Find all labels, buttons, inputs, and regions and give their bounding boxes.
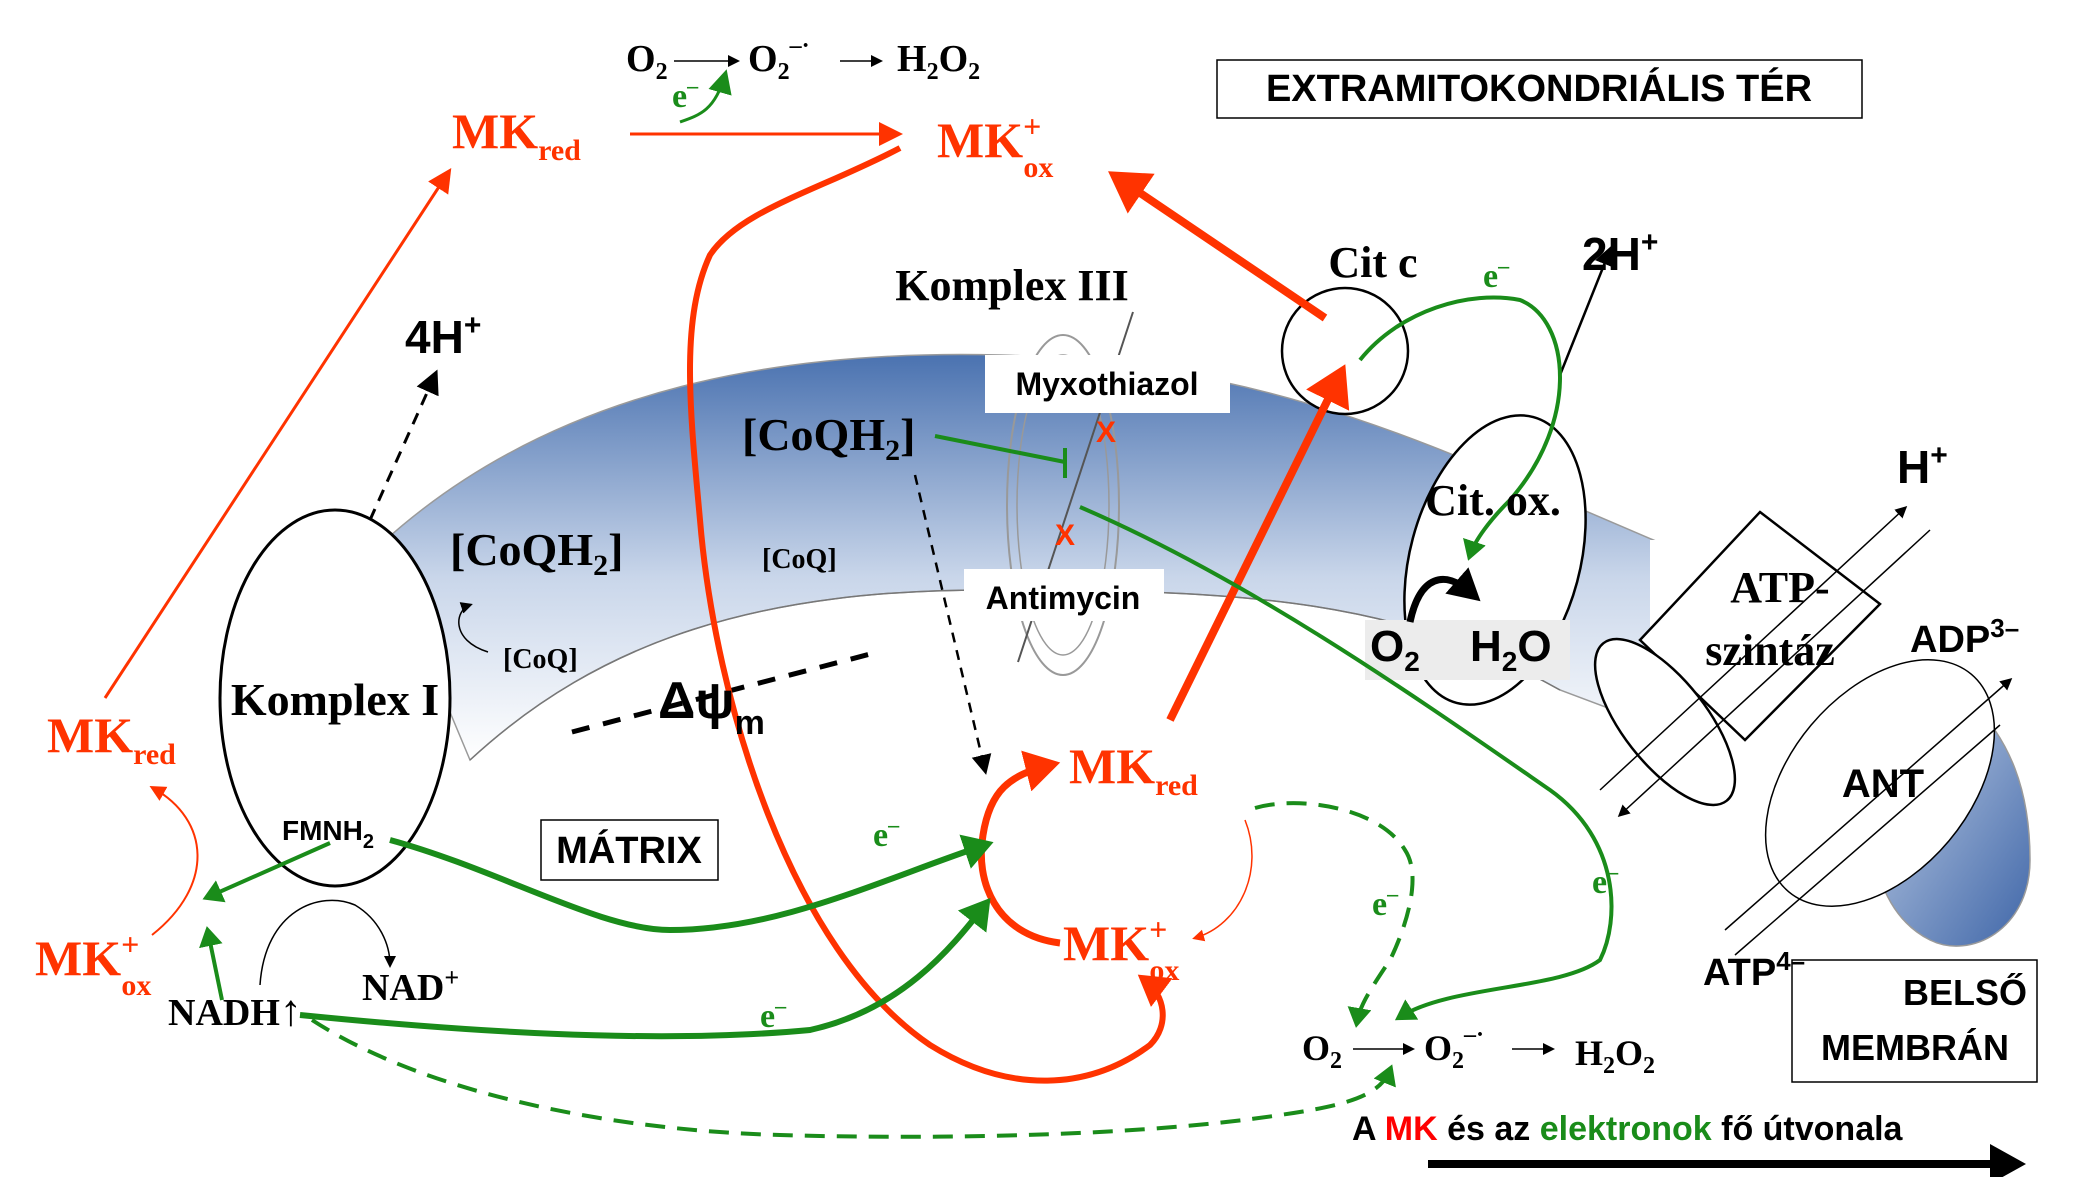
- atp-synthase-base: [1593, 637, 1737, 807]
- e-minus-nadh: e–: [760, 993, 787, 1035]
- complex3-label: Komplex III: [895, 261, 1128, 310]
- ros-top-o2: O2: [626, 38, 668, 85]
- nadh-label: NADH↑: [168, 986, 302, 1035]
- citox-label: Cit. ox.: [1425, 476, 1561, 525]
- citox-h2o-label: H2O: [1470, 622, 1552, 677]
- mk-ox-left: MK+ox: [35, 926, 151, 1002]
- mk-ox-top: MK+ox: [937, 108, 1053, 184]
- ros-top-h2o2: H2O2: [897, 38, 980, 85]
- adp-label: ADP3–: [1910, 613, 2019, 661]
- ros-top-superoxide: O2–·: [748, 33, 810, 85]
- legend-text: A MK és az elektronok fő útvonala: [1352, 1110, 1904, 1148]
- fmnh2-label: FMNH2: [282, 815, 374, 853]
- myxothiazol-label: Myxothiazol: [1015, 366, 1198, 402]
- atp-label: ATP4–: [1703, 946, 1805, 994]
- atp-synthase-label-1: ATP-: [1730, 563, 1829, 612]
- h2-label: 2H+: [1582, 226, 1658, 280]
- matrix-box: [540, 819, 719, 881]
- e-minus-dashed: e–: [1372, 881, 1399, 923]
- complex1-shape: [218, 508, 452, 888]
- inner-membrane-box: [1791, 959, 2038, 1083]
- cytc-label: Cit c: [1328, 238, 1417, 287]
- cytc-shape: [1280, 286, 1410, 416]
- e-minus-antimycin: e–: [1592, 859, 1619, 901]
- nad-plus-label: NAD+: [362, 963, 459, 1009]
- complex3-shape: [1006, 334, 1120, 676]
- h4-label: 4H+: [405, 309, 481, 363]
- coqh2-label-complex1: [CoQH2]: [450, 524, 623, 582]
- ros-bottom-o2: O2: [1302, 1028, 1342, 1074]
- antimycin-label: Antimycin: [986, 580, 1141, 616]
- e-minus-top: e–: [672, 73, 699, 115]
- coq-label-membrane: [CoQ]: [762, 544, 837, 575]
- ant-label: ANT: [1842, 762, 1924, 806]
- mk-red-left: MKred: [47, 707, 176, 771]
- ros-bottom-h2o2: H2O2: [1575, 1033, 1655, 1079]
- mk-red-top: MKred: [452, 103, 581, 167]
- mk-red-center: MKred: [1069, 738, 1198, 802]
- coqh2-label-complex3: [CoQH2]: [742, 409, 915, 467]
- citox-o2-label: O2: [1370, 622, 1420, 677]
- ros-bottom-superoxide: O2–·: [1424, 1022, 1484, 1074]
- inner-membrane-label-1: BELSŐ: [1903, 971, 2027, 1013]
- inner-membrane-label-2: MEMBRÁN: [1821, 1027, 2009, 1068]
- myxothiazol-block-mark: X: [1096, 416, 1116, 449]
- mk-ox-center: MK+ox: [1063, 911, 1179, 987]
- complex1-label: Komplex I: [231, 674, 439, 725]
- antimycin-block-mark: X: [1055, 519, 1075, 552]
- e-minus-fmnh2: e–: [873, 812, 900, 854]
- h-plus-label: H+: [1897, 439, 1948, 493]
- coq-label-complex1: [CoQ]: [503, 644, 578, 675]
- e-minus-cytc: e–: [1483, 253, 1510, 295]
- extramito-label: EXTRAMITOKONDRIÁLIS TÉR: [1266, 66, 1812, 110]
- matrix-label: MÁTRIX: [556, 828, 702, 872]
- atp-synthase-shape: [1638, 510, 1882, 742]
- extramito-box: [1216, 59, 1863, 119]
- delta-psi-label: Δψm: [658, 672, 765, 742]
- atp-synthase-label-2: szintáz: [1705, 626, 1835, 675]
